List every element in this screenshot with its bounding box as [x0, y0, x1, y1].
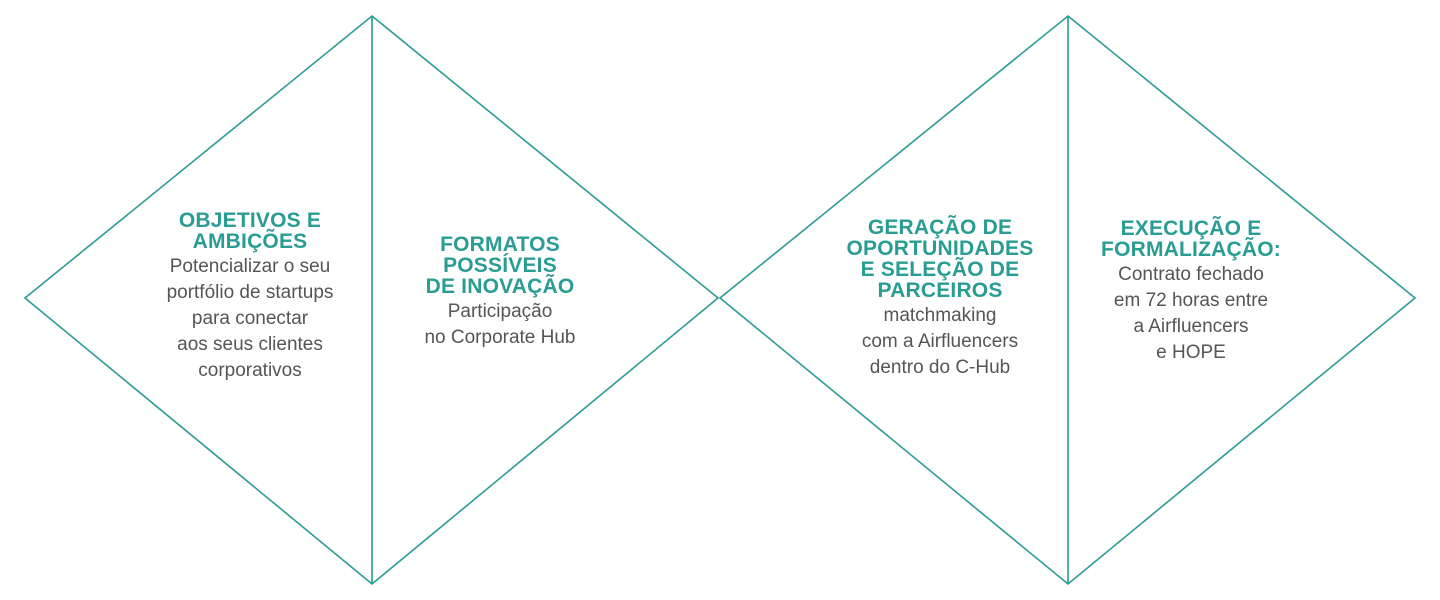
step-execucao: EXECUÇÃO E FORMALIZAÇÃO: Contrato fechad…	[1075, 218, 1307, 366]
step-geracao: GERAÇÃO DE OPORTUNIDADES E SELEÇÃO DE PA…	[820, 217, 1060, 381]
step-formatos-title: FORMATOS POSSÍVEIS DE INOVAÇÃO	[425, 233, 575, 298]
step-formatos: FORMATOS POSSÍVEIS DE INOVAÇÃO Participa…	[390, 234, 610, 351]
left-diamond-outline	[23, 14, 720, 586]
step-objetivos-title: OBJETIVOS E AMBIÇÕES	[178, 209, 322, 253]
step-formatos-text: Participação no Corporate Hub	[424, 301, 576, 348]
step-objetivos: OBJETIVOS E AMBIÇÕES Potencializar o seu…	[140, 210, 360, 384]
step-objetivos-text: Potencializar o seu portfólio de startup…	[166, 256, 334, 381]
step-geracao-text: matchmaking com a Airfluencers dentro do…	[861, 305, 1019, 378]
step-geracao-title: GERAÇÃO DE OPORTUNIDADES E SELEÇÃO DE PA…	[846, 216, 1034, 302]
step-execucao-title: EXECUÇÃO E FORMALIZAÇÃO:	[1101, 217, 1281, 261]
right-diamond-outline	[718, 14, 1417, 586]
step-execucao-text: Contrato fechado em 72 horas entre a Air…	[1113, 264, 1269, 363]
